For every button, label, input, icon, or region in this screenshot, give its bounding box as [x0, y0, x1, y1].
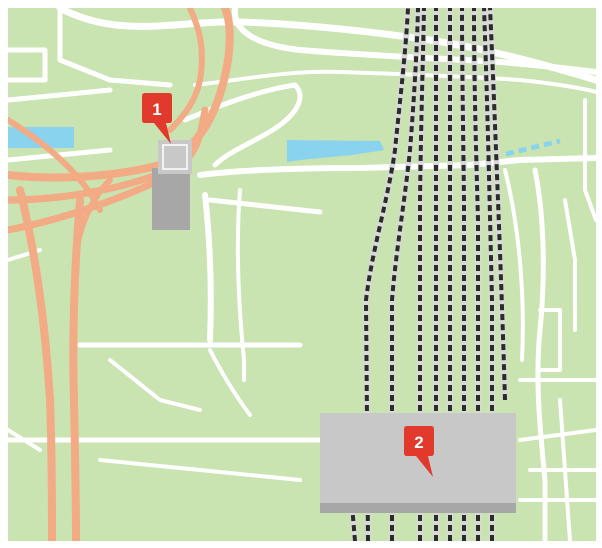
map-marker-1[interactable]: 1	[142, 93, 172, 144]
road-southwest-diagonal	[108, 358, 202, 412]
road-central-spur	[207, 197, 323, 215]
road-east-inner	[503, 168, 525, 362]
tower-building[interactable]	[152, 140, 192, 230]
road-northwest-street	[57, 8, 173, 88]
road-east-edge-north	[583, 98, 596, 222]
road-northwest-block	[8, 47, 48, 83]
rail-track-7	[471, 8, 481, 541]
road-layer	[8, 8, 596, 541]
tower-building-base	[152, 168, 190, 230]
map-marker-2[interactable]: 2	[404, 426, 434, 477]
rail-track-1	[362, 8, 411, 541]
rail-track-8	[481, 8, 495, 541]
road-east-block	[538, 308, 562, 372]
rail-track-9	[487, 8, 508, 401]
tower-building-roof-edge	[162, 144, 188, 170]
road-east-south	[558, 398, 572, 541]
map-pin-icon	[404, 426, 434, 477]
road-east-main	[532, 167, 548, 541]
highway-east-ramp	[72, 177, 113, 263]
road-central-minor	[235, 188, 246, 382]
rail-track-2	[389, 8, 421, 541]
rail-track-3	[417, 8, 427, 541]
map-pin-icon	[142, 93, 172, 144]
road-southwest-corner	[8, 428, 42, 452]
road-central-north-south	[202, 192, 214, 343]
rail-track-6	[459, 8, 467, 541]
marker-layer: 1 2	[142, 93, 434, 477]
highway-west-spur	[8, 117, 103, 213]
station-building-front	[320, 503, 516, 513]
road-southwest-curve	[208, 348, 252, 417]
road-north-main	[56, 8, 596, 84]
road-central-east	[197, 155, 596, 178]
marker-label: 2	[414, 433, 423, 452]
water-pond-east	[287, 140, 384, 162]
water-stream	[505, 138, 561, 157]
highway-west-trunk	[16, 186, 56, 541]
road-east-cross-2	[518, 428, 596, 442]
road-east-edge	[563, 198, 577, 332]
road-north-loop	[231, 8, 596, 75]
highway-north-connector	[167, 8, 205, 133]
road-west-upper	[8, 87, 113, 103]
marker-label: 1	[152, 100, 161, 119]
road-hook	[182, 82, 303, 168]
road-south-minor	[98, 458, 302, 482]
